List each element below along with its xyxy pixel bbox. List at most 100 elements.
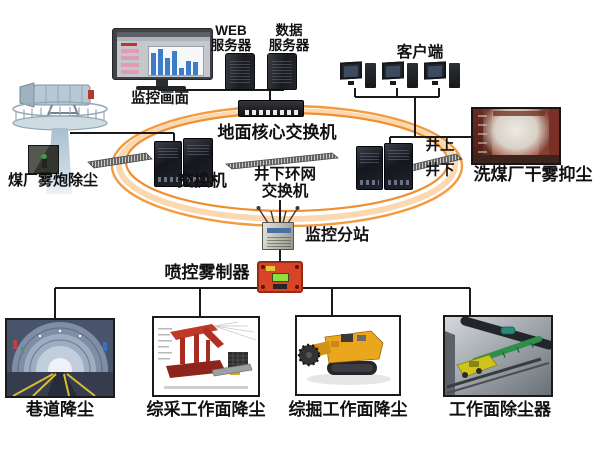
photo-left-rungs xyxy=(478,112,487,162)
controller-chip xyxy=(266,266,275,271)
pc-stand xyxy=(432,81,438,85)
ring-switch-label: 井下环网 交换机 xyxy=(240,166,330,200)
dust-collector-panel xyxy=(443,315,553,397)
roadway-dust-label: 巷道降尘 xyxy=(26,400,94,419)
substation-label-strip xyxy=(267,228,291,233)
controller-screen xyxy=(272,273,289,282)
bar xyxy=(151,53,156,75)
photo-ground xyxy=(473,155,559,163)
bar xyxy=(193,62,198,75)
access-switch-unit xyxy=(154,141,182,187)
bolt xyxy=(261,285,265,289)
panel-field xyxy=(121,70,139,74)
server-vent xyxy=(272,59,292,83)
photo-beam xyxy=(493,111,545,116)
web-server-label-line1: WEB xyxy=(215,23,247,38)
monitor-bezel xyxy=(112,28,213,80)
client-pc xyxy=(340,60,378,90)
figure-body xyxy=(42,159,47,168)
monitor-screen xyxy=(117,32,210,77)
controller-buttons xyxy=(273,284,287,289)
fog-cannon-label: 煤厂雾炮除尘 xyxy=(7,172,98,189)
helmet-figure xyxy=(41,154,47,159)
pc-tower xyxy=(407,63,418,88)
data-server-tower xyxy=(267,53,297,90)
pc-tower xyxy=(449,63,460,88)
ring-switch-unit xyxy=(356,146,383,190)
switch-vent xyxy=(388,148,409,160)
monitor-bar-chart xyxy=(148,46,204,76)
data-server-label: 数据 服务器 xyxy=(260,23,318,53)
switch-ports xyxy=(245,110,299,115)
web-server-label: WEB 服务器 xyxy=(202,23,260,53)
data-server-label-line1: 数据 xyxy=(275,23,303,38)
clients-label: 客户端 xyxy=(396,44,444,61)
longwall-diagram xyxy=(154,318,258,395)
client-pc xyxy=(382,60,420,90)
longwall-face-label: 综采工作面降尘 xyxy=(146,400,266,419)
pc-monitor xyxy=(340,61,362,80)
photo-fog xyxy=(483,109,549,159)
web-server-tower xyxy=(225,53,255,90)
pc-monitor xyxy=(424,61,446,80)
ring-switch-unit xyxy=(384,143,413,190)
pc-stand xyxy=(390,81,396,85)
washery-label: 洗煤厂干雾抑尘 xyxy=(473,165,593,184)
switch-vent xyxy=(187,143,209,155)
bolt xyxy=(295,285,299,289)
bar xyxy=(165,58,170,75)
pc-stand xyxy=(348,81,354,85)
switch-ports xyxy=(187,177,209,182)
heading-face-label: 综掘工作面降尘 xyxy=(288,400,408,419)
pc-tower xyxy=(365,63,376,88)
bar xyxy=(158,49,163,75)
underground-label: 井下 xyxy=(425,163,455,179)
substation-grill xyxy=(267,236,291,247)
bar xyxy=(179,68,184,75)
bar xyxy=(186,61,191,75)
core-switch-label: 地面核心交换机 xyxy=(217,123,337,142)
panel-field xyxy=(121,49,139,53)
cable-tray-bars xyxy=(87,152,463,174)
aboveground-label: 井上 xyxy=(425,138,455,154)
client-pc xyxy=(424,60,462,90)
access-switch-unit xyxy=(183,138,213,187)
data-server-label-line2: 服务器 xyxy=(268,37,310,53)
dust-collector-illustration xyxy=(445,317,551,395)
roadheader-illustration xyxy=(297,317,399,394)
ring-switch-label-line1: 井下环网 xyxy=(253,166,316,183)
switch-ports xyxy=(360,180,379,185)
switch-vent xyxy=(158,146,178,158)
dust-collector-label: 工作面除尘器 xyxy=(449,400,551,419)
bar xyxy=(172,51,177,75)
bolt xyxy=(295,265,299,269)
core-switch-device xyxy=(238,100,304,117)
monitor-red-text xyxy=(121,43,137,46)
monitor-app-toolbar xyxy=(117,37,210,41)
monitor-side-panel xyxy=(119,48,145,76)
server-vent xyxy=(230,59,250,83)
fog-cannon-tower xyxy=(12,82,108,194)
substation-label: 监控分站 xyxy=(304,227,369,244)
fog-cannon-photo xyxy=(28,145,59,174)
heading-face-panel xyxy=(295,315,401,396)
roadway-dust-panel xyxy=(5,318,115,398)
switch-ports xyxy=(388,180,409,185)
panel-field xyxy=(121,56,139,60)
monitoring-substation-device xyxy=(262,222,294,250)
longwall-face-panel xyxy=(152,316,260,397)
washery-photo xyxy=(471,107,561,165)
monitoring-screen-device xyxy=(112,28,213,92)
antenna-icon xyxy=(256,205,300,224)
tunnel-illustration xyxy=(7,320,113,396)
access-switch-label: 交换机 xyxy=(177,172,227,190)
connection-lines xyxy=(54,88,471,319)
ring-switch-label-line2: 交换机 xyxy=(261,182,309,200)
monitor-app-titlebar xyxy=(117,32,210,37)
monitor-base xyxy=(136,86,186,90)
panel-field xyxy=(121,63,139,67)
switch-ports xyxy=(158,177,178,182)
bolt xyxy=(261,265,265,269)
monitoring-screen-label: 监控画面 xyxy=(131,91,189,107)
